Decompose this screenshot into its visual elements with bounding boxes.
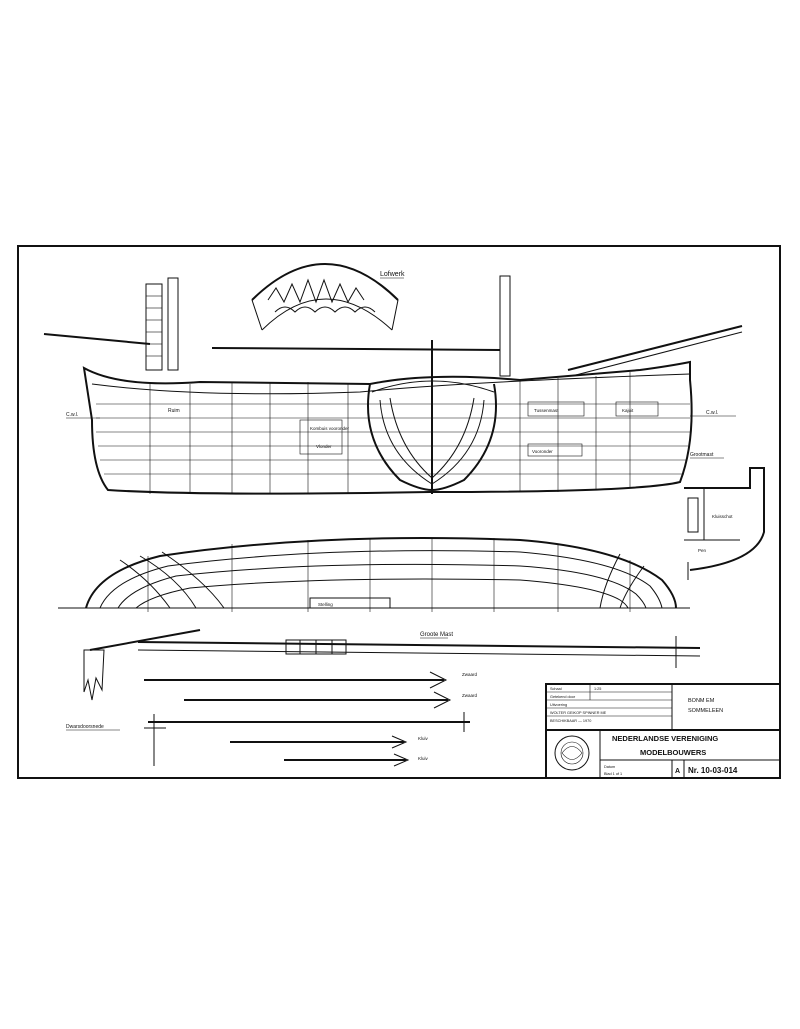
boat-name-2: SOMMELEEN (688, 708, 723, 714)
half-breadth-plan: Stelling (58, 537, 690, 612)
title-block (545, 683, 781, 779)
drawing-number: Nr. 10-03-014 (688, 766, 738, 775)
drawing-frame (17, 245, 781, 779)
right-waterline-label: C.w.l. (706, 410, 718, 416)
code-prefix: A (675, 768, 680, 775)
boom (211, 347, 501, 351)
lofwerk-label: Lofwerk (380, 271, 405, 278)
dwarsdoorsnede-label: Dwarsdoorsnede (66, 724, 104, 730)
vooronder-label: Vooronder (532, 449, 553, 454)
ref2-text: BESCHIKBAAR — 1970 (550, 719, 591, 723)
kajuit-label: Kajuit (622, 408, 634, 413)
org-line-2: MODELBOUWERS (640, 748, 706, 757)
ref1-text: WOLTER GEIKOP SPINNER ME (550, 711, 607, 715)
kluisschot-label: Kluisschot (712, 514, 733, 519)
foremast (145, 283, 163, 371)
pen-label: Pen (698, 548, 707, 553)
grootmast-label: Grootmast (690, 452, 714, 458)
ruim-label: Ruim (168, 408, 180, 414)
uitvoering-label: Uitvoering (550, 703, 567, 707)
mast-details: Groote Mast Zwaard Zwaard Dwarsdoorsnede… (66, 629, 701, 767)
left-waterline-label: C.w.l. (66, 412, 78, 418)
tussenmast-label: Tussenmast (534, 408, 559, 413)
kluiv-label: Kluiv (418, 736, 429, 741)
lofwerk-ornament (251, 263, 399, 331)
org-line-1: NEDERLANDSE VERENIGING (612, 734, 718, 743)
jib-boom (567, 325, 743, 371)
mainmast (499, 275, 511, 377)
bowsprit (43, 333, 151, 345)
kombuis-label: Kombuis vooronder (310, 426, 350, 431)
kluiv2-label: Kluiv (418, 756, 429, 761)
nvm-logo (554, 735, 590, 771)
section-detail: Grootmast Kluisschot Pen (684, 452, 765, 580)
zwaard-label: Zwaard (462, 672, 478, 677)
zwaard2-label: Zwaard (462, 693, 478, 698)
blad-label: Blad 1 of 1 (604, 772, 622, 776)
getekend-label: Getekend door (550, 695, 576, 699)
datum-label: Datum (604, 765, 615, 769)
boat-name-1: BONM EM (688, 698, 715, 704)
schaal-value: 1:25 (594, 687, 601, 691)
stelling-label: Stelling (318, 602, 333, 607)
groote-mast-label: Groote Mast (420, 632, 453, 638)
schaal-label: Schaal (550, 687, 562, 691)
hull-profile (43, 275, 743, 495)
vlonder-label: Vlonder (316, 444, 332, 449)
